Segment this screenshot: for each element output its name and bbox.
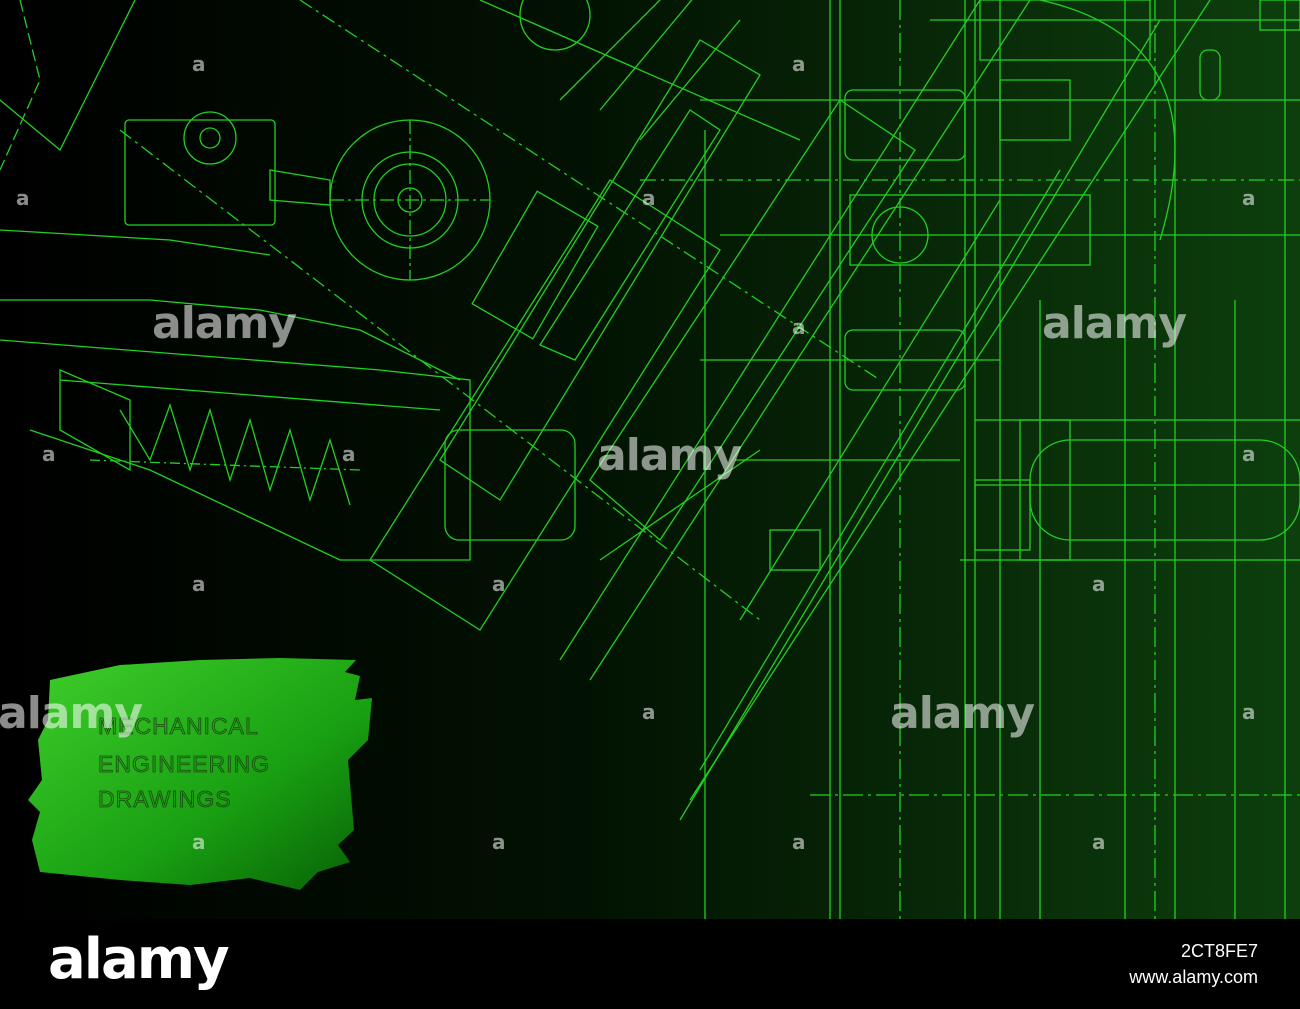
engineering-drawing [0, 0, 1300, 919]
watermark-text: alamy [890, 688, 1035, 739]
site-url: www.alamy.com [1129, 967, 1258, 987]
watermark-glyph: a [492, 572, 506, 596]
title-line-3: DRAWINGS [98, 786, 232, 813]
watermark-glyph: a [1092, 572, 1106, 596]
watermark-glyph: a [192, 830, 206, 854]
watermark-glyph: a [792, 830, 806, 854]
watermark-glyph: a [192, 52, 206, 76]
image-id: 2CT8FE7 [1180, 941, 1258, 961]
watermark-glyph: a [792, 315, 806, 339]
watermark-glyph: a [1242, 186, 1256, 210]
watermark-glyph: a [42, 442, 56, 466]
watermark-text: alamy [597, 430, 742, 481]
watermark-glyph: a [1242, 700, 1256, 724]
watermark-glyph: a [342, 442, 356, 466]
watermark-glyph: a [1242, 442, 1256, 466]
title-line-1: MECHANICAL [98, 713, 259, 740]
watermark-glyph: a [192, 572, 206, 596]
watermark-glyph: a [642, 700, 656, 724]
watermark-glyph: a [642, 186, 656, 210]
watermark-glyph: a [492, 830, 506, 854]
watermark-text: alamy [1042, 298, 1187, 349]
watermark-glyph: a [16, 186, 30, 210]
title-line-2: ENGINEERING [98, 751, 271, 778]
watermark-glyph: a [1092, 830, 1106, 854]
watermark-text: alamy [0, 688, 143, 739]
alamy-logo: alamy [48, 927, 230, 992]
watermark-text: alamy [152, 298, 297, 349]
footer-bar: alamy 2CT8FE7 www.alamy.com [0, 919, 1300, 1009]
watermark-glyph: a [792, 52, 806, 76]
